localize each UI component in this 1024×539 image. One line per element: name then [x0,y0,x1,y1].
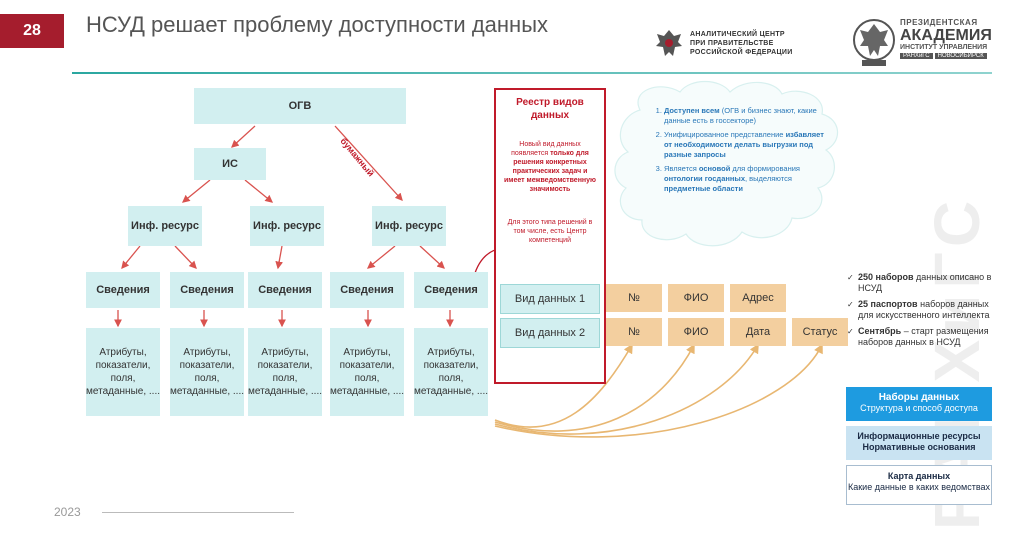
academy-tag: РАНХиГС [900,53,933,59]
stat-text: данных описано в НСУД [858,272,992,293]
arrow-is-res1 [181,179,211,203]
ogv-box: ОГВ [194,88,406,124]
benefit-bold: Доступен всем [664,106,720,115]
academy-logo-text: ПРЕЗИДЕНТСКАЯ АКАДЕМИЯ ИНСТИТУТ УПРАВЛЕН… [900,18,1020,59]
arrow [121,245,141,270]
curve [494,343,823,438]
card-title: Карта данных [887,471,951,481]
benefit-text: (ОГВ и бизнес знают, какие данные есть в… [664,106,817,125]
registry-note-emphasis: только для решения конкретных практическ… [503,150,597,193]
inf-resource-box: Инф. ресурс [250,206,324,246]
inf-resource-box: Инф. ресурс [128,206,202,246]
field-fio: ФИО [668,284,724,312]
svedeniya-box: Сведения [86,272,160,308]
is-box: ИС [194,148,266,180]
card-subtitle: Структура и способ доступа [860,403,978,413]
data-type-1: Вид данных 1 [500,284,600,314]
field-address: Адрес [730,284,786,312]
field-status: Статус [792,318,848,346]
year: 2023 [54,505,81,519]
benefit-bold: предметные области [664,184,743,193]
benefit-item: Является основой для формирования онтоло… [664,164,824,194]
field-fio: ФИО [668,318,724,346]
cloud-shape [614,81,839,247]
card-datasets[interactable]: Наборы данных Структура и способ доступа [846,387,992,421]
field-number: № [606,284,662,312]
stat-item: 25 паспортов наборов данных для искусств… [847,299,996,321]
data-type-2: Вид данных 2 [500,318,600,348]
page-title: НСУД решает проблему доступности данных [86,12,548,37]
arrow [419,245,445,269]
field-date: Дата [730,318,786,346]
data-types-registry: Реестр видов данных Новый вид данных поя… [494,88,606,384]
tree-arrows [114,125,454,328]
academy-tag: НОВОСИБИРСК [934,53,987,59]
attributes-box: Атрибуты, показатели, поля, метаданные, … [86,328,160,416]
academy-line1: ПРЕЗИДЕНТСКАЯ [900,18,978,27]
attributes-box: Атрибуты, показатели, поля, метаданные, … [170,328,244,416]
stats-list: 250 наборов данных описано в НСУД 25 пас… [846,272,996,353]
analytic-center-line: ПРИ ПРАВИТЕЛЬСТВЕ [690,40,774,47]
registry-note: Новый вид данных появляется только для р… [502,140,598,194]
benefit-text: , выделяются [745,174,792,183]
curve [494,343,695,432]
title-underline [72,72,992,74]
arrow [366,245,396,269]
card-info-resources[interactable]: Информационные ресурсы Нормативные основ… [846,426,992,460]
data-type-curves [494,343,823,438]
stat-text: – старт размещения наборов данных в НСУД [858,326,989,347]
arrow-ogv-is [231,125,256,148]
svedeniya-box: Сведения [170,272,244,308]
cloud-benefits: Доступен всем (ОГВ и бизнес знают, какие… [652,106,824,198]
slide-number: 28 [0,14,64,48]
stat-bold: Сентябрь [858,326,902,336]
registry-note-competence: Для этого типа решений в том числе, есть… [507,219,593,244]
attributes-box: Атрибуты, показатели, поля, метаданные, … [414,328,488,416]
attributes-box: Атрибуты, показатели, поля, метаданные, … [248,328,322,416]
card-subtitle: Какие данные в каких ведомствах [847,482,991,492]
inf-resource-box: Инф. ресурс [372,206,446,246]
card-subtitle: Нормативные основания [862,442,976,452]
analytic-center-logo-text: АНАЛИТИЧЕСКИЙ ЦЕНТР ПРИ ПРАВИТЕЛЬСТВЕ РО… [690,30,830,57]
attributes-box: Атрибуты, показатели, поля, метаданные, … [330,328,404,416]
benefit-item: Унифицированное представление избавляет … [664,130,824,160]
benefit-item: Доступен всем (ОГВ и бизнес знают, какие… [664,106,824,126]
benefit-bold: основой [698,164,731,173]
eagle-emblem-icon [652,26,686,62]
academy-line3: ИНСТИТУТ УПРАВЛЕНИЯ [900,44,988,51]
card-title: Информационные ресурсы [857,431,981,441]
svedeniya-box: Сведения [414,272,488,308]
curve [494,343,759,435]
svedeniya-box: Сведения [248,272,322,308]
footer-line [102,512,294,513]
stat-item: Сентябрь – старт размещения наборов данн… [847,326,996,348]
card-title: Наборы данных [878,392,960,403]
analytic-center-line: РОССИЙСКОЙ ФЕДЕРАЦИИ [690,49,793,56]
academy-tags: РАНХиГС НОВОСИБИРСК [900,53,1020,59]
stat-bold: 25 паспортов [858,299,918,309]
svedeniya-box: Сведения [330,272,404,308]
benefit-text: для формирования [730,164,800,173]
curve [494,343,633,428]
academy-emblem-icon [852,16,896,68]
stat-bold: 250 наборов [858,272,914,282]
benefit-text: Унифицированное представление [664,130,786,139]
benefit-bold: онтологии госданных [664,174,746,183]
card-data-map[interactable]: Карта данных Какие данные в каких ведомс… [846,465,992,505]
registry-note-text: Новый вид данных появляется [511,141,581,157]
benefit-text: Является [664,164,699,173]
analytic-center-line: АНАЛИТИЧЕСКИЙ ЦЕНТР [690,31,785,38]
arrow [275,245,283,270]
arrow [174,245,197,269]
arrow-ogv-paper [334,125,403,201]
benefit-bold: избавляет от необходимости делать выгруз… [664,130,824,159]
registry-title: Реестр видов данных [516,97,584,121]
stat-text: наборов данных для искусственного интелл… [858,299,990,320]
stat-item: 250 наборов данных описано в НСУД [847,272,996,294]
academy-line2: АКАДЕМИЯ [900,27,992,44]
field-number: № [606,318,662,346]
arrow-is-res2 [244,179,274,203]
